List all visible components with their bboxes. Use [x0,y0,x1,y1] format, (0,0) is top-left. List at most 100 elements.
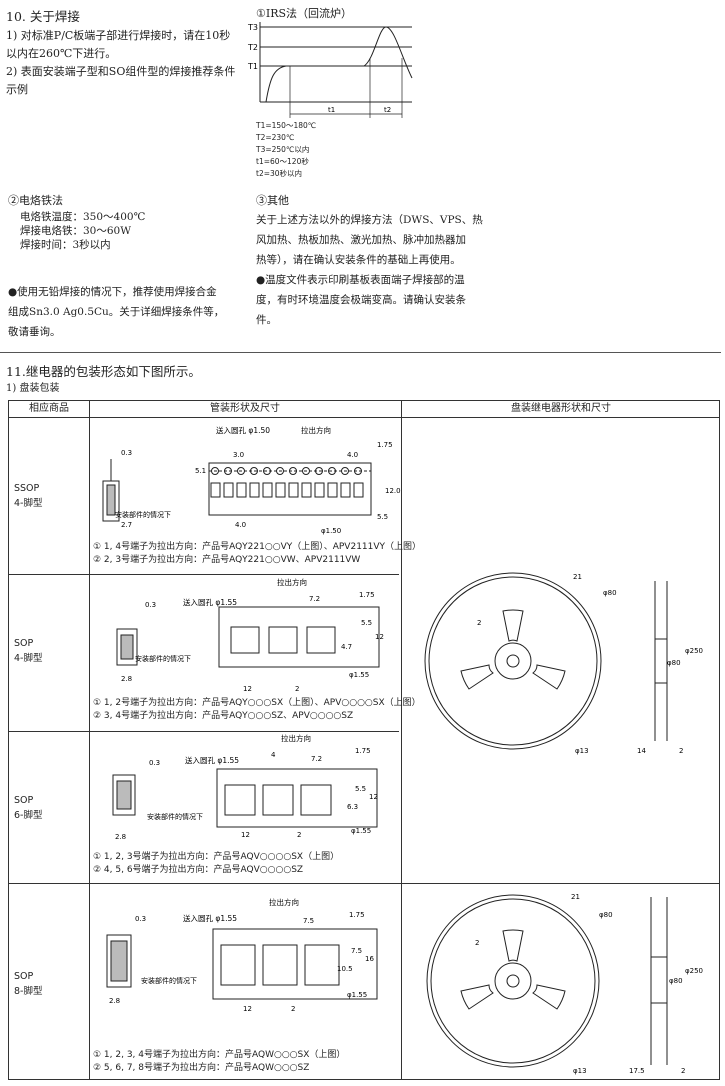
row3-d8: 2.8 [115,833,126,841]
row2-d7: φ1.55 [349,671,369,679]
tape-pocket [249,482,260,498]
row2-d2: 7.2 [309,595,320,603]
row3-note-2: ② 4, 5, 6号端子为拉出方向：产品号AQV○○○○SZ [93,865,304,875]
row2-d3: 1.75 [359,591,375,599]
tape-pocket [314,482,325,498]
reel2-r80b: φ80 [669,977,683,985]
tape-pocket [288,482,299,498]
row2-notes: ① 1, 2号端子为拉出方向：产品号AQY○○○SX（上图）、APV○○○○SX… [93,697,421,723]
row3-d3: 1.75 [355,747,371,755]
reel1-r2: 2 [477,619,481,627]
row4-notes: ① 1, 2, 3, 4号端子为拉出方向：产品号AQW○○○SX（上图） ② 5… [93,1049,345,1075]
row3-notes: ① 1, 2, 3号端子为拉出方向：产品号AQV○○○○SX（上图） ② 4, … [93,851,339,877]
row1-tape-drawing: 送入圆孔 φ1.50 拉出方向 0.3 3.0 4.0 1.75 12.0 5.… [102,425,401,535]
row2-tape-drawing: 送入圆孔 φ1.55 拉出方向 0.3 7.2 1.75 5.5 12 4.7 … [116,577,384,693]
row3-d1: 0.3 [149,759,160,767]
temp-line-3: 件。 [256,314,277,326]
tape-pocket [327,482,338,498]
reel2-w17: 17.5 [629,1067,645,1075]
row2-product-l1: SOP [14,638,34,649]
leadfree-line-1: ●使用无铅焊接的情况下，推荐使用焊接合金 [8,286,217,298]
row2-product: SOP 4-脚型 [14,636,42,666]
row4-d2: 7.5 [303,917,314,925]
section10-title: 10. 关于焊接 [6,9,80,24]
section11-subtitle: 1) 盘装包装 [6,383,60,394]
irs-profile-chart: T3 T2 T1 t1 t2 [247,22,413,118]
row1-d3: 4.0 [347,451,358,459]
tape-pocket [210,482,221,498]
row1-d1: 0.3 [121,449,132,457]
t1-time-label: t1 [328,106,335,114]
header-tube: 管装形状及尺寸 [210,403,280,414]
reel1-r13: φ13 [575,747,589,755]
row3-tape-drawing: 送入圆孔 φ1.55 拉出方向 0.3 7.2 1.75 5.5 12 6.3 … [112,733,378,841]
row1-product-l1: SSOP [14,483,40,494]
p2-line1: 2) 表面安装端子型和SO组件型的焊接推荐条件 [6,65,236,78]
row4-hole-label: 送入圆孔 φ1.55 [183,913,237,923]
row3-note-1: ① 1, 2, 3号端子为拉出方向：产品号AQV○○○○SX（上图） [93,852,340,862]
row2-mount-label: 安装部件的情况下 [135,654,191,663]
row4-d9: 12 [243,1005,252,1013]
row1-d2: 3.0 [233,451,244,459]
row1-notes: ① 1, 4号端子为拉出方向：产品号AQY221○○VY（上图）、APV2111… [93,541,421,567]
reel2-r13: φ13 [573,1067,587,1075]
header-product: 相应商品 [29,403,69,414]
row3-hole-label: 送入圆孔 φ1.55 [185,755,239,765]
irs-title: ①IRS法（回流炉） [256,7,353,20]
row4-product-l2: 8-脚型 [14,986,43,997]
reel1-w14: 14 [637,747,646,755]
row2-pull-label: 拉出方向 [277,577,307,587]
row1-d9: φ1.50 [321,527,341,535]
row4-tape-drawing: 送入圆孔 φ1.55 拉出方向 0.3 7.5 1.75 7.5 16 10.5… [106,897,378,1013]
leadfree-line-3: 敬请垂询。 [8,326,61,338]
row3-d9: 12 [241,831,250,839]
reel1-r80b: φ80 [667,659,681,667]
iron-line-1: 电烙铁温度：350～400℃ [20,211,146,223]
row2-note-2: ② 3, 4号端子为拉出方向：产品号AQY○○○SZ、APV○○○○SZ [93,711,354,721]
temp-line-2: 度，有时环境温度会极端变高。请确认安装条 [256,294,466,306]
other-line-1: 关于上述方法以外的焊接方法（DWS、VPS、热 [256,214,483,226]
row4-pull-label: 拉出方向 [269,897,299,907]
row1-d8: 4.0 [235,521,246,529]
row4-d10: 2 [291,1005,295,1013]
row1-note-1: ① 1, 4号端子为拉出方向：产品号AQY221○○VY（上图）、APV2111… [93,542,422,552]
reel1-r250: φ250 [685,647,703,655]
tape-pocket [262,482,273,498]
iron-method: ②电烙铁法 电烙铁温度：350～400℃ 焊接电烙铁：30～60W 焊接时间：3… [8,192,145,252]
irs-cond-5: t2=30秒以内 [256,169,303,178]
row1-pull-label: 拉出方向 [301,425,331,435]
row1-product-l2: 4-脚型 [14,498,43,509]
temperature-note: ●温度文件表示印刷基板表面端子焊接部的温 度，有时环境温度会极端变高。请确认安装… [256,270,496,330]
row4-d1: 0.3 [135,915,146,923]
irs-cond-2: T2=230℃ [256,133,295,142]
row1-note-2: ② 2, 3号端子为拉出方向：产品号AQY221○○VW、APV2111VW [93,555,361,565]
row1-d6: 5.5 [377,513,388,521]
row4-note-2: ② 5, 6, 7, 8号端子为拉出方向：产品号AQW○○○SZ [93,1063,310,1073]
row4-mount-label: 安装部件的情况下 [141,976,197,985]
row4-note-1: ① 1, 2, 3, 4号端子为拉出方向：产品号AQW○○○SX（上图） [93,1050,346,1060]
row2-hole-label: 送入圆孔 φ1.55 [183,597,237,607]
reel1-drawing: 21 φ80 2 φ250 φ80 φ13 14 2 [424,572,703,755]
other-line-3: 热等），请在确认安装条件的基础上再使用。 [256,254,461,266]
row4-d5: 16 [365,955,374,963]
row2-d6: 4.7 [341,643,352,651]
row4-d3: 1.75 [349,911,365,919]
p1-line1: 1) 对标准P/C板端子部进行焊接时，请在10秒 [6,29,231,42]
row2-d4: 5.5 [361,619,372,627]
t3-label: T3 [247,23,258,32]
irs-conditions: T1=150～180℃ T2=230℃ T3=250℃以内 t1=60～120秒… [256,120,316,180]
row2-note-1: ① 1, 2号端子为拉出方向：产品号AQY○○○SX（上图）、APV○○○○SX… [93,698,421,708]
row1-hole-label: 送入圆孔 φ1.50 [216,425,270,435]
row2-d8: 2.8 [121,675,132,683]
row1-d10: 5.1 [195,467,206,475]
t2-label: T2 [247,43,258,52]
row4-product-l1: SOP [14,971,34,982]
row1-product: SSOP 4-脚型 [14,481,42,511]
tape-pocket [236,482,247,498]
header-reel: 盘装继电器形状和尺寸 [511,403,611,414]
temp-line-1: ●温度文件表示印刷基板表面端子焊接部的温 [256,274,465,286]
soldering-intro: 1) 对标准P/C板端子部进行焊接时，请在10秒 以内在260℃下进行。 2) … [6,27,241,99]
iron-line-2: 焊接电烙铁：30～60W [20,225,132,237]
tape-pocket [353,482,364,498]
iron-line-3: 焊接时间：3秒以内 [20,239,111,251]
